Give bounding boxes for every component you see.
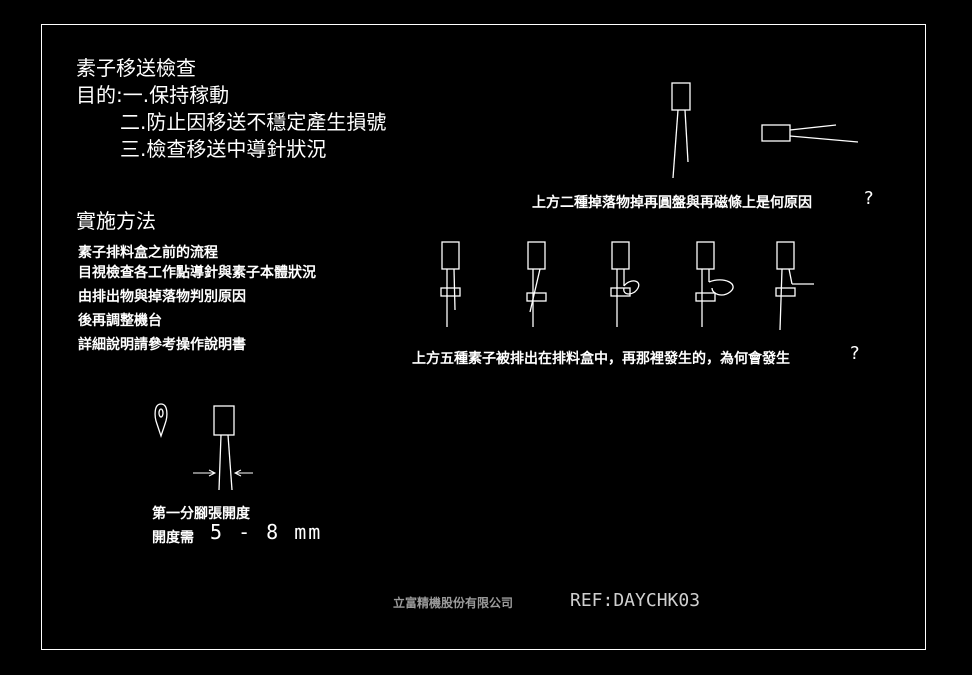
caption-dropped-parts: 上方二種掉落物掉再圓盤與再磁條上是何原因	[532, 195, 812, 211]
ejected-component-1	[440, 241, 461, 327]
lead-spread-label: 第一分腳張開度	[152, 506, 250, 522]
ejected-component-4	[695, 241, 734, 327]
spread-spec-label: 開度需	[152, 530, 194, 546]
ejected-component-5	[775, 241, 814, 331]
purpose-line-2: 二.防止因移送不穩定產生損號	[120, 110, 387, 134]
purpose-line-3: 三.檢查移送中導針狀況	[120, 137, 327, 161]
lead-tip-icon	[154, 403, 168, 439]
page-title: 素子移送檢查	[76, 56, 196, 80]
method-heading: 實施方法	[76, 209, 156, 233]
method-step-1: 素子排料盒之前的流程	[78, 245, 218, 261]
purpose-line-1: 目的:一.保持稼動	[76, 83, 230, 107]
drawing-frame	[41, 24, 926, 650]
method-step-3: 由排出物與掉落物判別原因	[78, 289, 246, 305]
ejected-component-2	[526, 241, 547, 327]
method-step-5: 詳細說明請參考操作說明書	[78, 337, 246, 353]
caption-dropped-parts-question: ?	[864, 188, 874, 209]
caption-ejected-parts: 上方五種素子被排出在排料盒中，再那裡發生的，為何會發生	[412, 351, 790, 367]
caption-ejected-parts-question: ?	[850, 343, 860, 364]
dropped-component-sideways	[761, 124, 859, 143]
spread-spec-value: 5 - 8 mm	[210, 520, 323, 544]
spread-dimension	[193, 469, 253, 477]
ejected-component-3	[610, 241, 640, 327]
method-step-2: 目視檢查各工作點導針與素子本體狀況	[78, 265, 316, 281]
company-name: 立富精機股份有限公司	[393, 596, 514, 610]
spread-component	[213, 405, 235, 491]
dropped-component-upright	[671, 82, 691, 179]
drawing-ref: REF:DAYCHK03	[570, 590, 701, 611]
method-step-4: 後再調整機台	[78, 313, 162, 329]
